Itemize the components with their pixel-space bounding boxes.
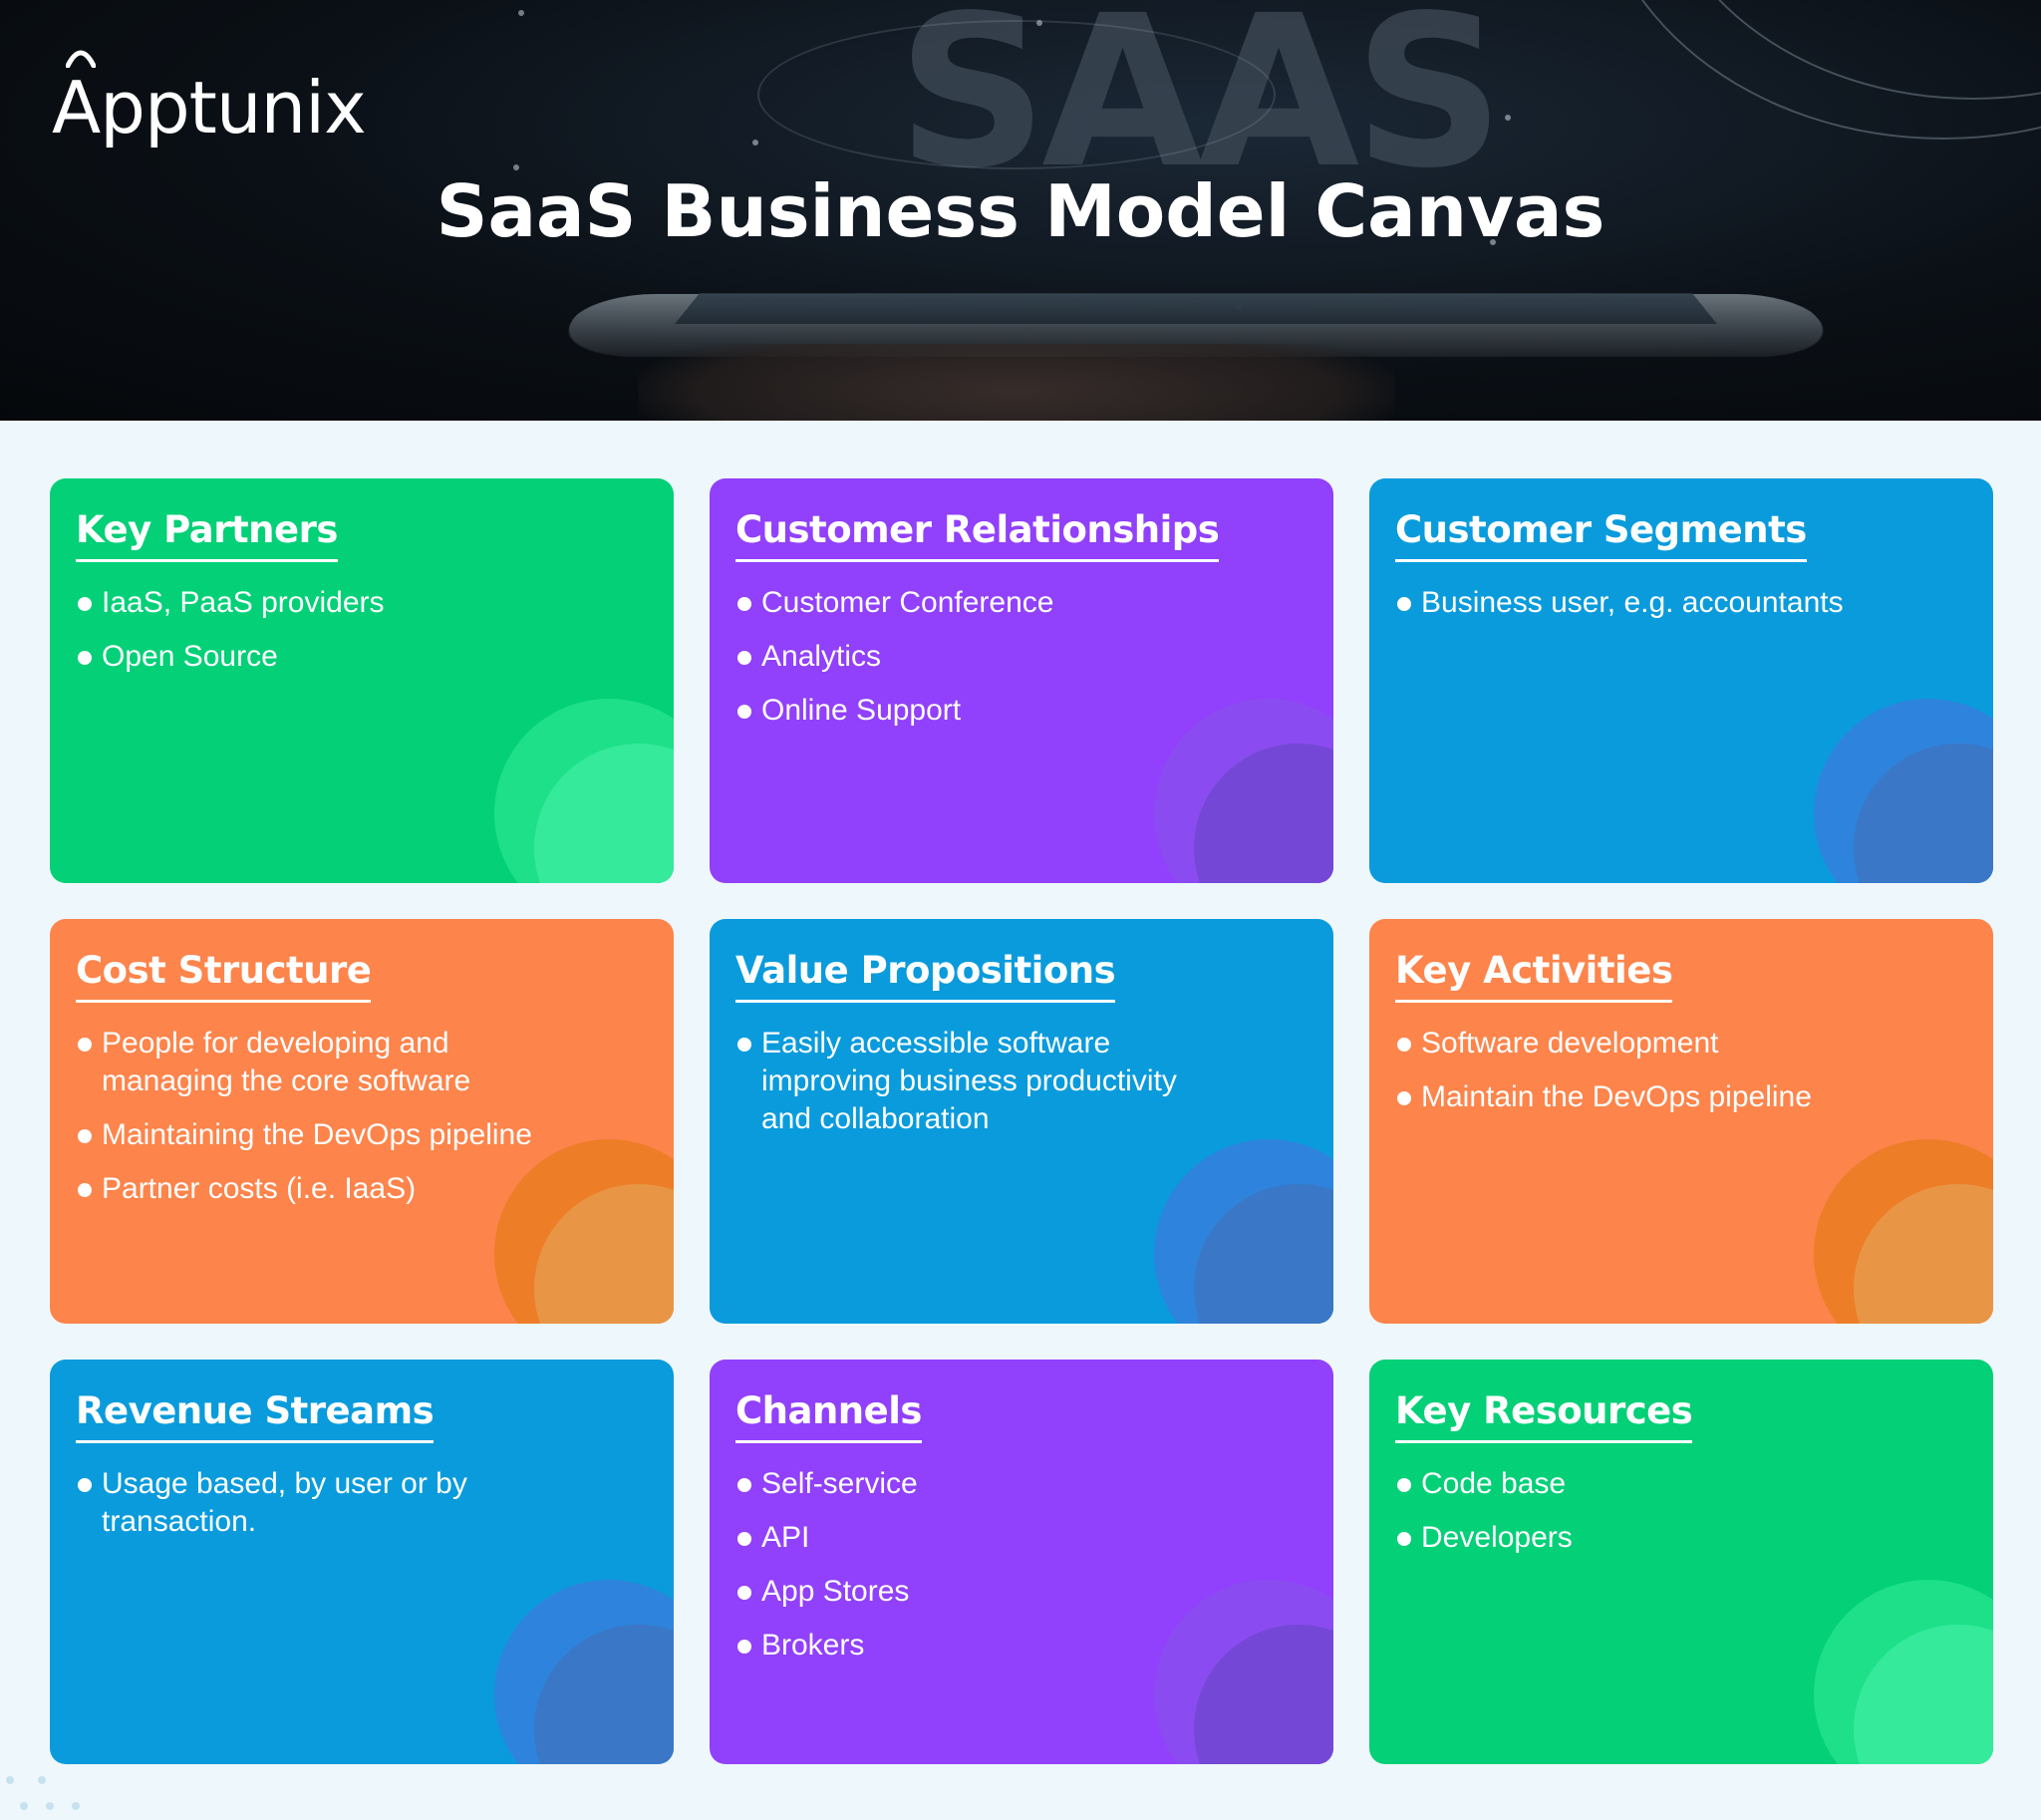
card-title: Customer Relationships bbox=[735, 508, 1220, 562]
list-item: Maintain the DevOps pipeline bbox=[1395, 1078, 1953, 1116]
card-title: Customer Segments bbox=[1395, 508, 1807, 562]
brand-logo[interactable]: Apptunix bbox=[52, 50, 367, 150]
card-list: Usage based, by user or by transaction. bbox=[76, 1465, 648, 1541]
card-list: Customer Conference Analytics Online Sup… bbox=[735, 584, 1308, 730]
sparkle-dot bbox=[518, 10, 524, 16]
sparkle-dot bbox=[513, 164, 519, 170]
card-key-activities: Key Activities Software development Main… bbox=[1369, 919, 1993, 1324]
list-item: Online Support bbox=[735, 692, 1234, 730]
list-item: Open Source bbox=[76, 638, 574, 676]
brand-name: Apptunix bbox=[52, 66, 367, 150]
card-title: Key Partners bbox=[76, 508, 338, 562]
card-list: People for developing and managing the c… bbox=[76, 1025, 648, 1208]
list-item: Business user, e.g. accountants bbox=[1395, 584, 1894, 622]
card-title: Cost Structure bbox=[76, 949, 372, 1003]
list-item: IaaS, PaaS providers bbox=[76, 584, 574, 622]
card-title: Key Activities bbox=[1395, 949, 1673, 1003]
card-title: Revenue Streams bbox=[76, 1389, 435, 1443]
list-item: Easily accessible software improving bus… bbox=[735, 1025, 1224, 1138]
hand-illustration bbox=[638, 344, 1395, 421]
card-customer-relationships: Customer Relationships Customer Conferen… bbox=[710, 478, 1333, 883]
list-item: Analytics bbox=[735, 638, 1234, 676]
list-item: Partner costs (i.e. IaaS) bbox=[76, 1170, 574, 1208]
sparkle-dot bbox=[1505, 115, 1511, 121]
card-title: Value Propositions bbox=[735, 949, 1116, 1003]
tablet-screen bbox=[675, 292, 1717, 324]
card-channels: Channels Self-service API App Stores Bro… bbox=[710, 1360, 1333, 1764]
sparkle-dot bbox=[752, 140, 758, 146]
list-item: People for developing and managing the c… bbox=[76, 1025, 494, 1100]
card-list: Easily accessible software improving bus… bbox=[735, 1025, 1308, 1138]
card-key-resources: Key Resources Code base Developers bbox=[1369, 1360, 1993, 1764]
list-item: Self-service bbox=[735, 1465, 1234, 1503]
list-item: Developers bbox=[1395, 1519, 1894, 1557]
card-title: Key Resources bbox=[1395, 1389, 1693, 1443]
card-list: IaaS, PaaS providers Open Source bbox=[76, 584, 648, 676]
sparkle-dot bbox=[1036, 20, 1042, 26]
decorative-dots bbox=[6, 1770, 86, 1820]
card-value-propositions: Value Propositions Easily accessible sof… bbox=[710, 919, 1333, 1324]
decorative-ring bbox=[757, 20, 1276, 169]
card-list: Software development Maintain the DevOps… bbox=[1395, 1025, 1967, 1116]
list-item: Software development bbox=[1395, 1025, 1894, 1062]
card-list: Code base Developers bbox=[1395, 1465, 1967, 1557]
list-item: Maintaining the DevOps pipeline bbox=[76, 1116, 574, 1154]
card-key-partners: Key Partners IaaS, PaaS providers Open S… bbox=[50, 478, 674, 883]
card-list: Self-service API App Stores Brokers bbox=[735, 1465, 1308, 1665]
list-item: Brokers bbox=[735, 1627, 1234, 1665]
sparkle-dot bbox=[1490, 239, 1496, 245]
page-title: SaaS Business Model Canvas bbox=[436, 169, 1605, 253]
header-banner: SAAS Apptunix SaaS Business Model Canvas bbox=[0, 0, 2041, 421]
logo-arc-icon bbox=[66, 50, 96, 68]
card-revenue-streams: Revenue Streams Usage based, by user or … bbox=[50, 1360, 674, 1764]
card-customer-segments: Customer Segments Business user, e.g. ac… bbox=[1369, 478, 1993, 883]
card-list: Business user, e.g. accountants bbox=[1395, 584, 1967, 622]
card-cost-structure: Cost Structure People for developing and… bbox=[50, 919, 674, 1324]
list-item: Usage based, by user or by transaction. bbox=[76, 1465, 494, 1541]
list-item: Customer Conference bbox=[735, 584, 1234, 622]
list-item: API bbox=[735, 1519, 1234, 1557]
card-title: Channels bbox=[735, 1389, 922, 1443]
list-item: Code base bbox=[1395, 1465, 1894, 1503]
list-item: App Stores bbox=[735, 1573, 1234, 1611]
